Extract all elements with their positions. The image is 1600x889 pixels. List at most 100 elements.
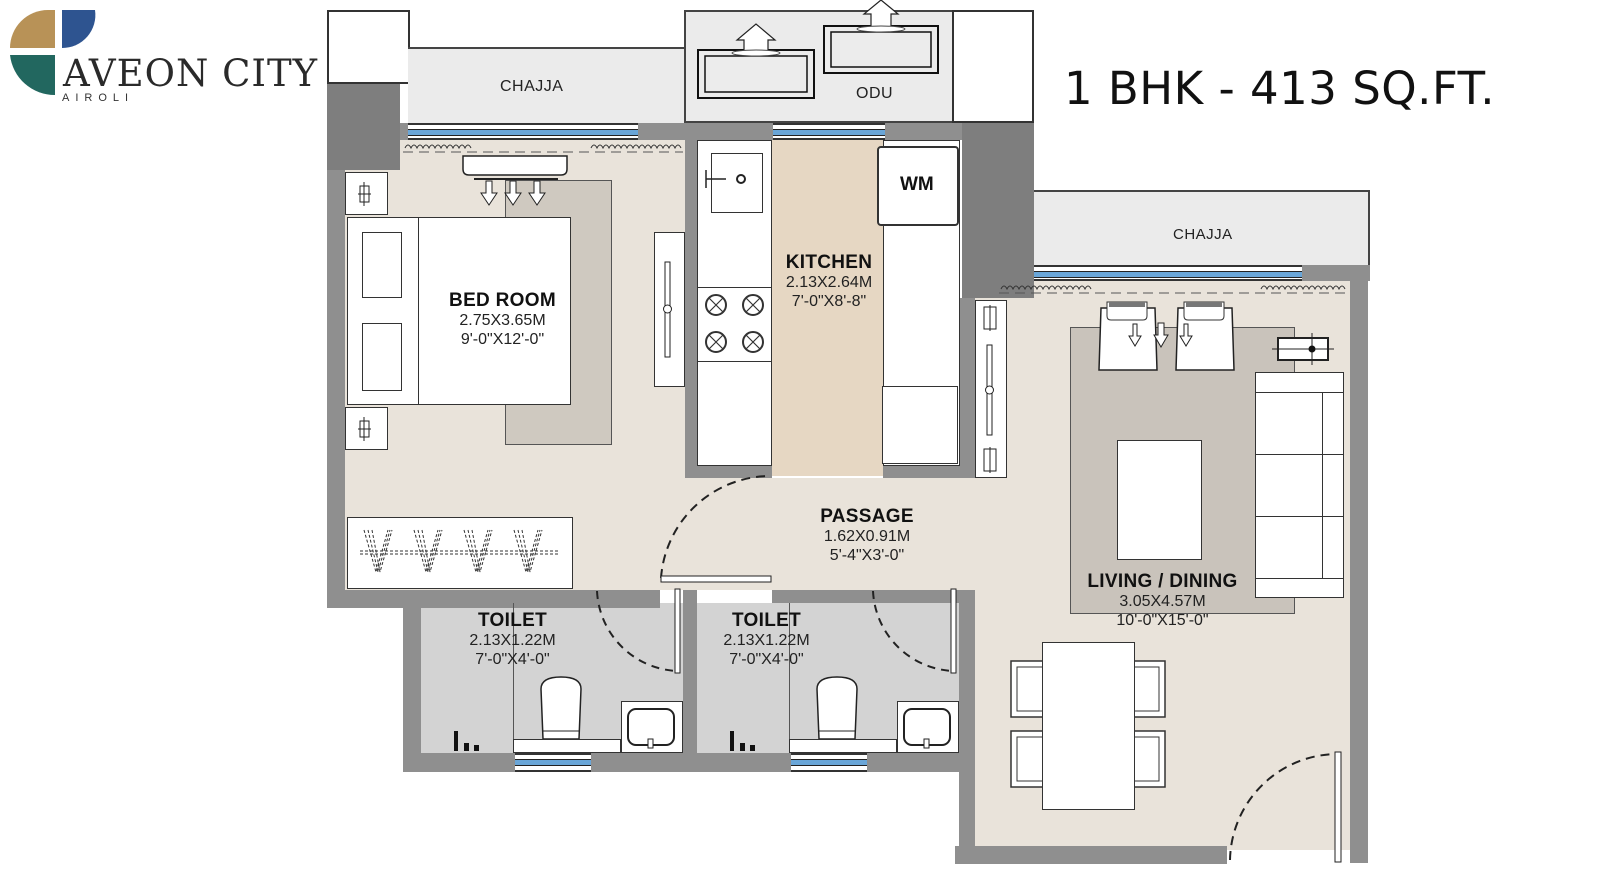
room-label-bedroom: BED ROOM 2.75X3.65M 9'-0"X12'-0" bbox=[430, 290, 575, 350]
room-dimension-imperial: 10'-0"X15'-0" bbox=[1116, 612, 1209, 630]
odu-unit-icon bbox=[823, 0, 939, 74]
burner-icon bbox=[705, 294, 764, 353]
room-dimension-imperial: 7'-0"X8'-8" bbox=[791, 293, 867, 311]
room-dimension-metric: 2.13X2.64M bbox=[785, 274, 873, 292]
odu-label: ODU bbox=[856, 85, 894, 102]
washing-machine bbox=[877, 146, 959, 226]
wall-toilet-divider bbox=[683, 590, 697, 772]
pillow bbox=[362, 232, 402, 298]
brand-location: AIROLI bbox=[62, 92, 135, 104]
toilet-2 bbox=[697, 588, 959, 753]
tv-icon bbox=[663, 261, 672, 358]
room-name: PASSAGE bbox=[820, 506, 914, 527]
wc-icon bbox=[816, 676, 858, 740]
sofa-cushion-divider bbox=[1255, 516, 1344, 517]
dining-chair-icon bbox=[1132, 730, 1166, 788]
odu-unit-icon bbox=[697, 23, 815, 99]
room-dimension-metric: 3.05X4.57M bbox=[1119, 593, 1206, 611]
shaft-box-left bbox=[327, 10, 410, 84]
kitchen-floor bbox=[771, 140, 883, 476]
room-name: KITCHEN bbox=[785, 252, 873, 273]
room-dimension-metric: 1.62X0.91M bbox=[823, 528, 911, 546]
wall-kitchen-bottom-left bbox=[685, 465, 772, 478]
ac-arrow-icon bbox=[1153, 322, 1169, 348]
column-kitchen-right bbox=[962, 123, 1034, 298]
sofa-armrest-bottom bbox=[1255, 578, 1344, 579]
chajja-top-label: CHAJJA bbox=[500, 78, 564, 95]
wall-toilet-right bbox=[959, 590, 975, 863]
room-dimension-metric: 2.13X1.22M bbox=[469, 632, 556, 650]
sofa-back bbox=[1322, 392, 1323, 578]
curtain-icon bbox=[999, 285, 1349, 294]
wall-kitchen-right bbox=[958, 298, 975, 478]
plan-title: 1 BHK - 413 SQ.FT. bbox=[1064, 62, 1496, 115]
tv-icon bbox=[983, 305, 997, 473]
curtain-icon bbox=[403, 144, 683, 153]
room-name: TOILET bbox=[477, 610, 547, 631]
room-name: TOILET bbox=[731, 610, 801, 631]
lamp-icon bbox=[358, 182, 371, 206]
sink-area bbox=[711, 153, 763, 213]
chajja-top bbox=[408, 47, 688, 125]
armchair-icon bbox=[1175, 301, 1235, 371]
wall-kitchen-bottom-right bbox=[883, 465, 975, 478]
door-swing-icon bbox=[660, 474, 772, 583]
room-dimension-imperial: 9'-0"X12'-0" bbox=[460, 331, 545, 349]
room-dimension-metric: 2.13X1.22M bbox=[723, 632, 810, 650]
dining-chair-icon bbox=[1010, 660, 1044, 718]
wall-toilet-left bbox=[403, 590, 421, 772]
room-name: LIVING / DINING bbox=[1087, 571, 1238, 592]
window-living bbox=[1034, 265, 1302, 281]
sofa-armrest-top bbox=[1255, 392, 1344, 393]
wall-right bbox=[1350, 265, 1368, 863]
passage-floor bbox=[685, 478, 975, 590]
shower-fixtures-icon bbox=[730, 731, 755, 751]
room-dimension-metric: 2.75X3.65M bbox=[459, 312, 546, 330]
room-label-toilet-1: TOILET 2.13X1.22M 7'-0"X4'-0" bbox=[440, 610, 585, 670]
room-label-toilet-2: TOILET 2.13X1.22M 7'-0"X4'-0" bbox=[694, 610, 839, 670]
washbasin-icon bbox=[903, 708, 951, 749]
room-label-living: LIVING / DINING 3.05X4.57M 10'-0"X15'-0" bbox=[1070, 571, 1255, 631]
shaft-box-right bbox=[952, 10, 1034, 123]
room-dimension-imperial: 5'-4"X3'-0" bbox=[829, 547, 905, 565]
door-swing-icon bbox=[596, 588, 681, 674]
washbasin-icon bbox=[627, 708, 675, 749]
window-toilet-2 bbox=[791, 753, 867, 772]
chajja-right-label: CHAJJA bbox=[1173, 226, 1233, 243]
brand-name: AVEON CITY bbox=[63, 52, 319, 95]
wall-toilet-bottom bbox=[403, 753, 975, 772]
pillow bbox=[362, 323, 402, 391]
chajja-right bbox=[1034, 190, 1370, 267]
door-swing-icon bbox=[872, 588, 957, 674]
wc-icon bbox=[540, 676, 582, 740]
coffee-table bbox=[1117, 440, 1202, 560]
ac-unit-icon bbox=[462, 155, 568, 206]
wall-bottom-living bbox=[955, 846, 1227, 864]
wc-base bbox=[513, 739, 621, 753]
sofa-cushion-divider bbox=[1255, 454, 1344, 455]
shower-fixtures-icon bbox=[454, 731, 479, 751]
room-dimension-imperial: 7'-0"X4'-0" bbox=[475, 651, 550, 669]
washing-machine-label: WM bbox=[900, 174, 934, 195]
sofa bbox=[1255, 372, 1344, 598]
armchair-icon bbox=[1098, 301, 1158, 371]
sink-tap-icon bbox=[705, 170, 746, 188]
wardrobe-hangers-icon bbox=[360, 529, 560, 574]
wc-base bbox=[789, 739, 897, 753]
dining-chair-icon bbox=[1010, 730, 1044, 788]
window-bedroom bbox=[408, 123, 638, 140]
entrance-door-swing-icon bbox=[1229, 751, 1342, 863]
lamp-table-icon bbox=[1272, 333, 1334, 365]
window-kitchen bbox=[773, 123, 885, 140]
logo-mark-icon bbox=[10, 10, 96, 96]
lamp-icon bbox=[358, 417, 371, 441]
dining-table bbox=[1042, 642, 1135, 810]
wall-kitchen-left bbox=[685, 140, 697, 478]
wall-left bbox=[327, 84, 345, 608]
room-name: BED ROOM bbox=[449, 290, 556, 311]
room-label-passage: PASSAGE 1.62X0.91M 5'-4"X3'-0" bbox=[797, 506, 937, 566]
room-label-kitchen: KITCHEN 2.13X2.64M 7'-0"X8'-8" bbox=[770, 252, 888, 312]
toilet-1 bbox=[421, 588, 683, 753]
window-toilet-1 bbox=[515, 753, 591, 772]
fridge bbox=[882, 386, 958, 464]
